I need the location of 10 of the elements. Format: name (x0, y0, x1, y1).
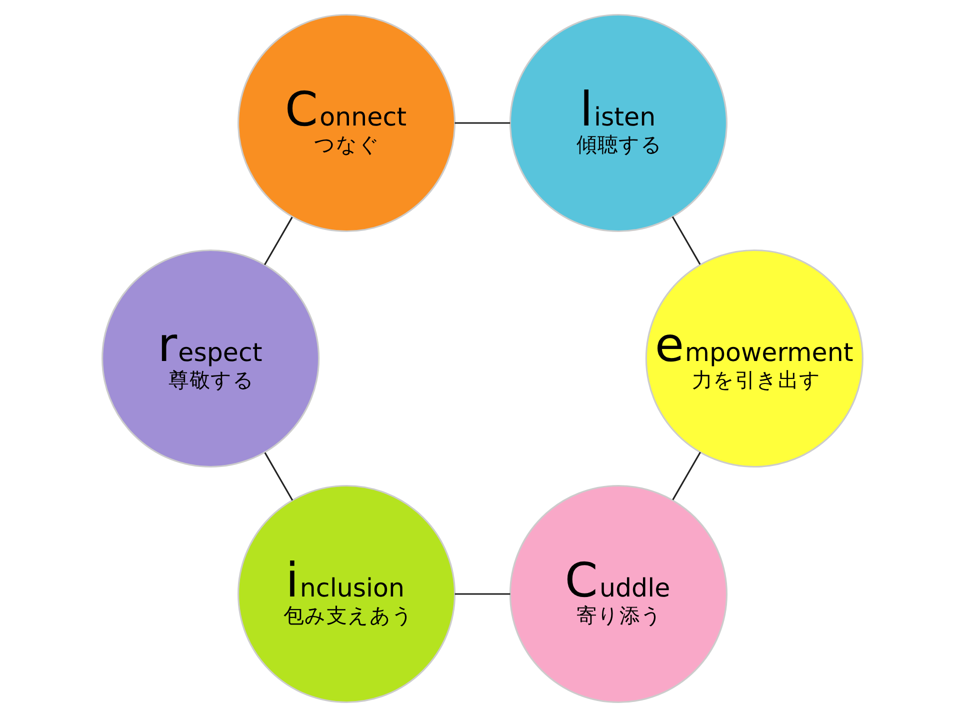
node-circle: Connect つなぐ (238, 14, 456, 232)
node-circle: Cuddle 寄り添う (509, 484, 728, 704)
connector (454, 122, 510, 124)
connector (264, 216, 293, 266)
connector (672, 452, 701, 500)
connector (454, 593, 510, 595)
connector (264, 452, 294, 501)
node-circle: empowerment 力を引き出す (645, 249, 864, 468)
connector (672, 216, 701, 265)
node-circle: respect 尊敬する (102, 249, 320, 468)
